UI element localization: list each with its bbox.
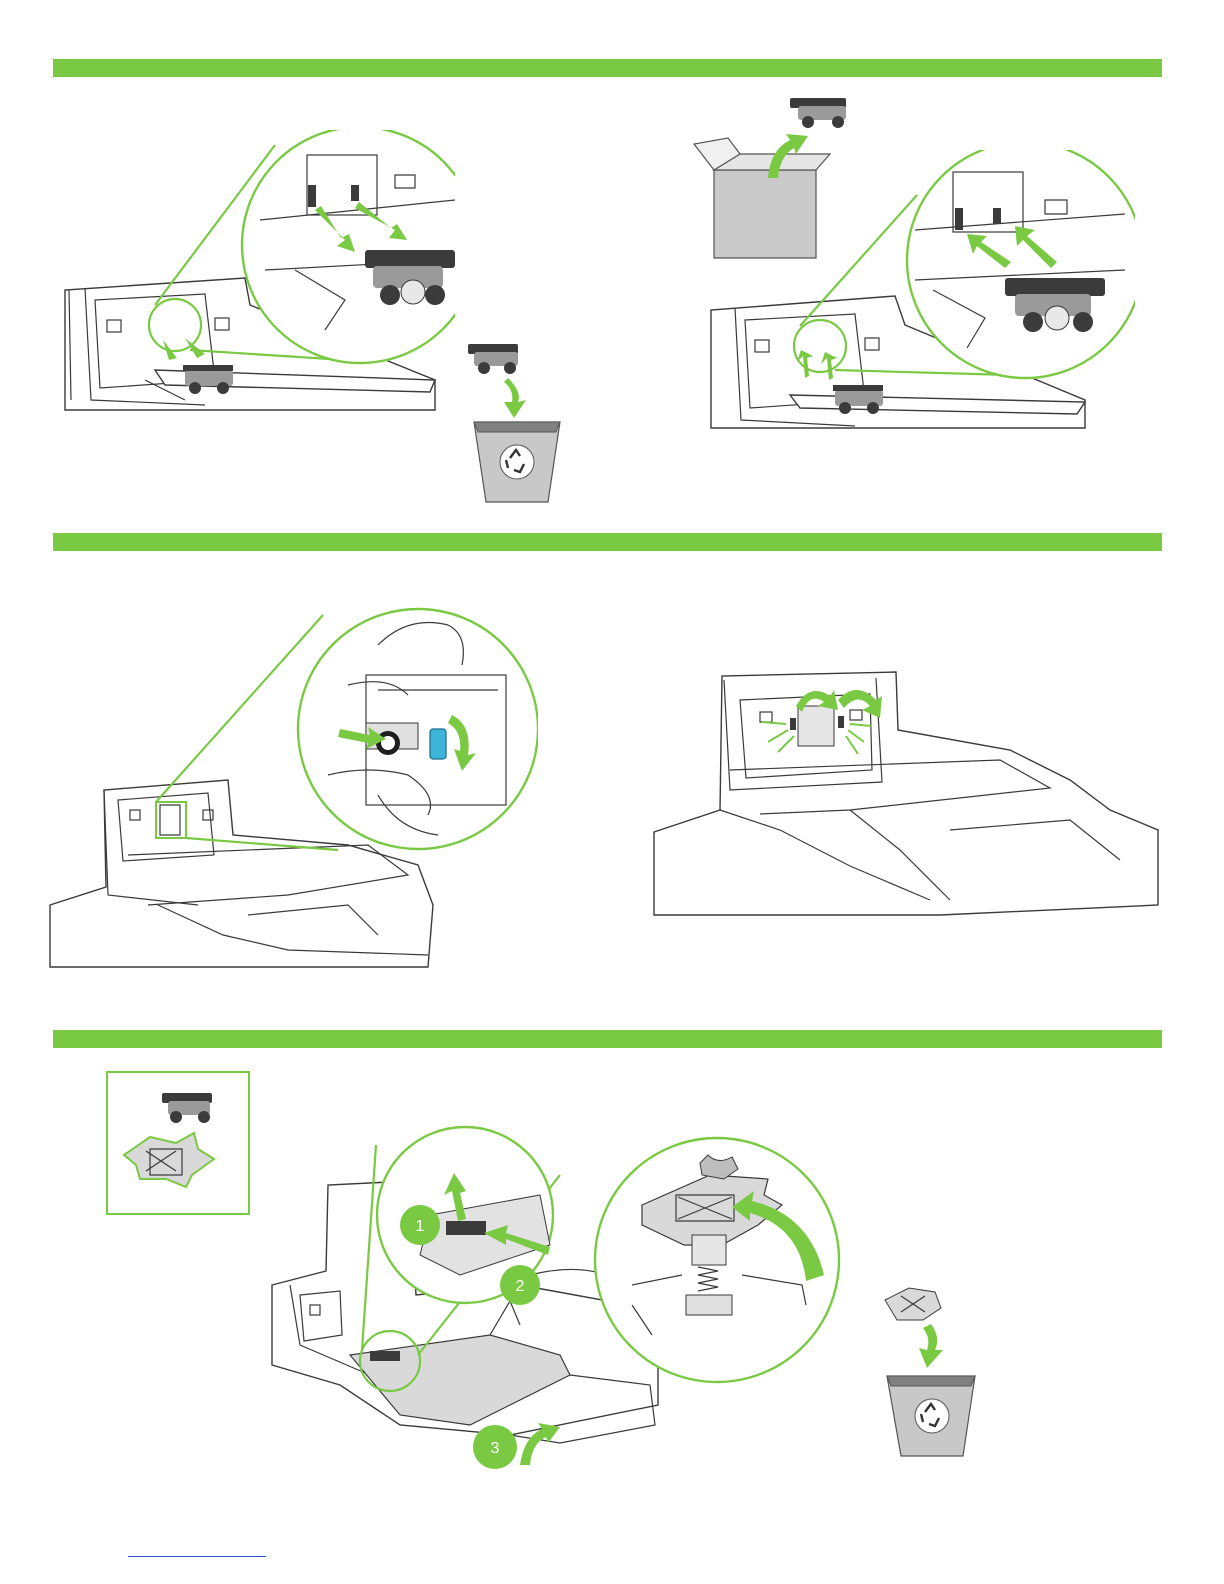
arrow-icon	[919, 1324, 943, 1368]
illustration-kit-contents	[106, 1071, 250, 1215]
callout-3: 3	[491, 1440, 500, 1457]
illustration-remove-pad	[592, 1135, 842, 1385]
recycle-icon	[915, 1399, 949, 1433]
recycle-icon	[500, 445, 534, 479]
illustration-install-new-roller	[705, 150, 1135, 435]
illustration-discard-pad	[875, 1280, 985, 1465]
callout-1: 1	[416, 1218, 425, 1235]
roller-latch	[430, 729, 446, 759]
section-band-3	[53, 1030, 1162, 1048]
footer-link-underline	[128, 1556, 266, 1557]
callout-2: 2	[516, 1278, 525, 1295]
section-band-2	[53, 533, 1162, 551]
illustration-close-cover	[650, 670, 1165, 920]
illustration-remove-old-roller	[55, 130, 455, 420]
section-band-1	[53, 59, 1162, 77]
illustration-rotate-latch	[48, 605, 538, 975]
arrow-icon	[504, 378, 526, 418]
illustration-discard-old-roller	[460, 340, 570, 510]
